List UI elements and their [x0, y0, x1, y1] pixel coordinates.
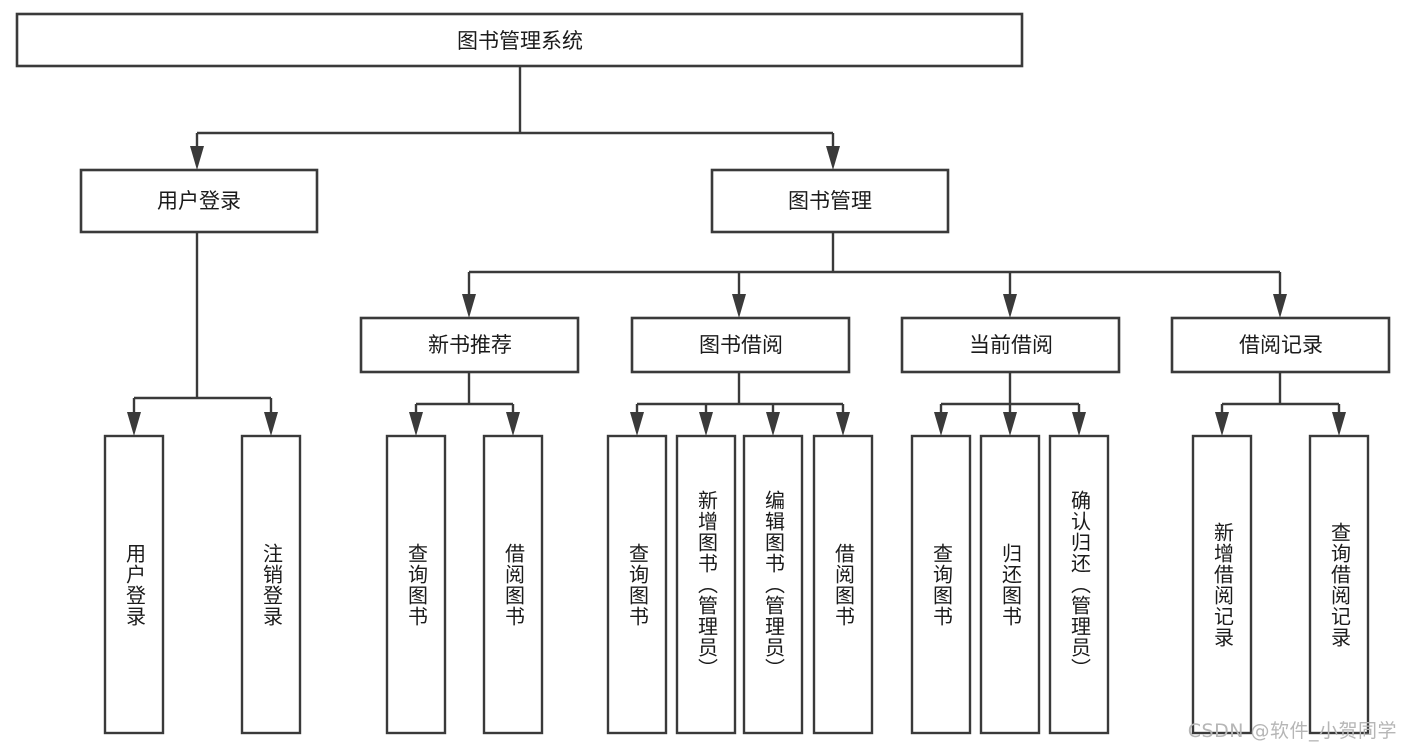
node-new-book-recommend-label: 新书推荐 — [428, 333, 512, 357]
arrow-br-to-leaf2-icon — [1332, 412, 1346, 436]
node-leaf-add-record[interactable] — [1191, 434, 1253, 735]
edge-group-book-manage — [462, 232, 1287, 318]
node-user-login-label: 用户登录 — [157, 189, 241, 213]
node-book-manage[interactable]: 图书管理 — [710, 168, 950, 234]
node-leaf-logout-box[interactable] — [240, 434, 302, 735]
node-leaf-query-book-1[interactable] — [385, 434, 447, 735]
node-leaf-borrow-book-2[interactable] — [812, 434, 874, 735]
node-leaf-borrow-book-1[interactable] — [482, 434, 544, 735]
node-new-book-recommend[interactable]: 新书推荐 — [359, 316, 580, 374]
arrow-br-to-leaf1-icon — [1215, 412, 1229, 436]
node-leaf-confirm-return[interactable] — [1048, 434, 1110, 735]
arrow-root-to-book-manage-icon — [826, 146, 840, 170]
edge-group-book-borrow — [630, 372, 850, 436]
node-leaf-query-book-1-box[interactable] — [385, 434, 447, 735]
arrow-user-login-to-leaf2-icon — [264, 412, 278, 436]
node-leaf-return-book[interactable] — [979, 434, 1041, 735]
edge-group-borrow-record — [1215, 372, 1346, 436]
node-book-manage-label: 图书管理 — [788, 189, 872, 213]
arrow-bm-to-book-borrow-icon — [732, 294, 746, 318]
node-book-borrow[interactable]: 图书借阅 — [630, 316, 851, 374]
node-leaf-add-record-box[interactable] — [1191, 434, 1253, 735]
node-book-manage-box[interactable] — [710, 168, 950, 234]
node-root-box[interactable] — [15, 12, 1024, 68]
node-book-borrow-box[interactable] — [630, 316, 851, 374]
node-leaf-query-record[interactable] — [1308, 434, 1370, 735]
node-leaf-query-book-3-box[interactable] — [910, 434, 972, 735]
arrow-cb-to-leaf1-icon — [934, 412, 948, 436]
arrow-bm-to-current-borrow-icon — [1003, 294, 1017, 318]
arrow-nbr-to-leaf1-icon — [409, 412, 423, 436]
node-leaf-add-book-box[interactable] — [675, 434, 737, 735]
arrow-cb-to-leaf2-icon — [1003, 412, 1017, 436]
node-leaf-query-book-2-box[interactable] — [606, 434, 668, 735]
arrow-user-login-to-leaf1-icon — [127, 412, 141, 436]
node-root[interactable]: 图书管理系统 — [15, 12, 1024, 68]
node-leaf-edit-book-box[interactable] — [742, 434, 804, 735]
node-book-borrow-label: 图书借阅 — [699, 333, 783, 357]
arrow-bb-to-leaf1-icon — [630, 412, 644, 436]
arrow-bm-to-borrow-record-icon — [1273, 294, 1287, 318]
csdn-watermark: CSDN @软件_小贺同学 — [1187, 720, 1397, 742]
edge-group-user-login — [127, 232, 278, 436]
node-user-login-box[interactable] — [79, 168, 319, 234]
arrow-bb-to-leaf4-icon — [836, 412, 850, 436]
node-borrow-record-label: 借阅记录 — [1239, 333, 1323, 357]
arrow-cb-to-leaf3-icon — [1072, 412, 1086, 436]
node-leaf-query-book-3[interactable] — [910, 434, 972, 735]
node-leaf-query-book-2[interactable] — [606, 434, 668, 735]
node-leaf-query-record-box[interactable] — [1308, 434, 1370, 735]
node-current-borrow-label: 当前借阅 — [969, 333, 1053, 357]
edge-group-root — [190, 66, 840, 170]
arrow-bb-to-leaf2-icon — [699, 412, 713, 436]
node-leaf-confirm-return-box[interactable] — [1048, 434, 1110, 735]
arrow-root-to-user-login-icon — [190, 146, 204, 170]
arrow-bm-to-new-book-icon — [462, 294, 476, 318]
node-leaf-borrow-book-2-box[interactable] — [812, 434, 874, 735]
node-current-borrow-box[interactable] — [900, 316, 1121, 374]
node-leaf-user-login-box[interactable] — [103, 434, 165, 735]
node-user-login[interactable]: 用户登录 — [79, 168, 319, 234]
node-leaf-add-book[interactable] — [675, 434, 737, 735]
node-leaf-borrow-book-1-box[interactable] — [482, 434, 544, 735]
edge-group-current-borrow — [934, 372, 1086, 436]
arrow-bb-to-leaf3-icon — [766, 412, 780, 436]
node-current-borrow[interactable]: 当前借阅 — [900, 316, 1121, 374]
node-leaf-user-login[interactable] — [103, 434, 165, 735]
node-new-book-recommend-box[interactable] — [359, 316, 580, 374]
node-leaf-logout[interactable] — [240, 434, 302, 735]
arrow-nbr-to-leaf2-icon — [506, 412, 520, 436]
edge-group-new-book-recommend — [409, 372, 520, 436]
node-root-label: 图书管理系统 — [457, 29, 583, 53]
node-leaf-return-book-box[interactable] — [979, 434, 1041, 735]
node-borrow-record-box[interactable] — [1170, 316, 1391, 374]
node-leaf-edit-book[interactable] — [742, 434, 804, 735]
node-borrow-record[interactable]: 借阅记录 — [1170, 316, 1391, 374]
